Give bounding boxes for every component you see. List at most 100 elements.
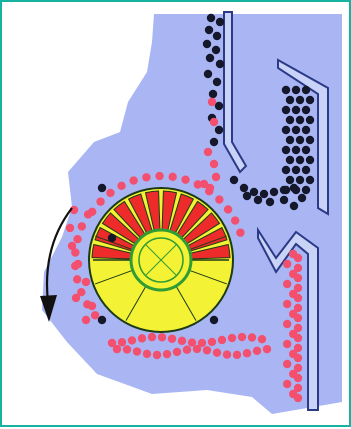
particle-dot	[210, 160, 218, 168]
particle-dot	[236, 228, 244, 236]
particle-dot	[302, 146, 310, 154]
particle-dot	[228, 334, 236, 342]
particle-dot	[98, 184, 106, 192]
particle-dot	[215, 126, 223, 134]
particle-dot	[210, 316, 218, 324]
particle-dot	[283, 300, 291, 308]
rotor-wheel	[89, 188, 233, 332]
particle-dot	[231, 216, 239, 224]
particle-dot	[74, 260, 82, 268]
particle-dot	[296, 156, 304, 164]
particle-dot	[294, 334, 302, 342]
particle-dot	[204, 148, 212, 156]
particle-dot	[286, 116, 294, 124]
particle-dot	[117, 182, 125, 190]
particle-dot	[194, 180, 202, 188]
particle-dot	[302, 86, 310, 94]
particle-dot	[91, 311, 99, 319]
particle-dot	[283, 340, 291, 348]
particle-dot	[158, 333, 166, 341]
particle-dot	[218, 336, 226, 344]
particle-dot	[108, 234, 116, 242]
particle-dot	[282, 86, 290, 94]
particle-dot	[266, 198, 274, 206]
particle-dot	[215, 195, 223, 203]
particle-dot	[82, 316, 90, 324]
particle-dot	[198, 339, 206, 347]
particle-dot	[292, 146, 300, 154]
particle-dot	[212, 46, 220, 54]
particle-dot	[213, 78, 221, 86]
particle-dot	[128, 336, 136, 344]
particle-dot	[153, 351, 161, 359]
particle-dot	[205, 187, 213, 195]
particle-dot	[143, 350, 151, 358]
particle-dot	[113, 345, 121, 353]
particle-dot	[98, 316, 106, 324]
particle-dot	[283, 320, 291, 328]
particle-dot	[233, 351, 241, 359]
particle-dot	[296, 176, 304, 184]
particle-dot	[294, 314, 302, 322]
particle-dot	[73, 235, 81, 243]
particle-dot	[294, 294, 302, 302]
particle-dot	[203, 346, 211, 354]
particle-dot	[82, 278, 90, 286]
particle-dot	[213, 348, 221, 356]
particle-dot	[148, 333, 156, 341]
particle-dot	[306, 176, 314, 184]
particle-dot	[123, 345, 131, 353]
particle-dot	[292, 86, 300, 94]
particle-dot	[306, 96, 314, 104]
particle-dot	[283, 260, 291, 268]
particle-dot	[260, 190, 268, 198]
particle-dot	[306, 156, 314, 164]
particle-dot	[155, 172, 163, 180]
particle-dot	[78, 222, 86, 230]
particle-dot	[282, 106, 290, 114]
particle-dot	[230, 176, 238, 184]
particle-dot	[173, 348, 181, 356]
particle-dot	[209, 90, 217, 98]
particle-dot	[286, 176, 294, 184]
particle-dot	[296, 116, 304, 124]
particle-dot	[224, 205, 232, 213]
particle-dot	[294, 374, 302, 382]
particle-dot	[203, 40, 211, 48]
particle-dot	[243, 349, 251, 357]
particle-dot	[168, 335, 176, 343]
particle-dot	[283, 280, 291, 288]
particle-dot	[208, 98, 216, 106]
particle-dot	[302, 166, 310, 174]
particle-dot	[290, 202, 298, 210]
particle-dot	[210, 138, 218, 146]
particle-dot	[204, 70, 212, 78]
particle-dot	[163, 350, 171, 358]
particle-dot	[243, 192, 251, 200]
particle-dot	[280, 186, 288, 194]
particle-dot	[96, 197, 104, 205]
particle-dot	[129, 176, 137, 184]
particle-dot	[296, 96, 304, 104]
particle-dot	[280, 196, 288, 204]
particle-dot	[205, 26, 213, 34]
particle-dot	[282, 126, 290, 134]
particle-dot	[302, 186, 310, 194]
particle-dot	[118, 338, 126, 346]
particle-dot	[183, 346, 191, 354]
particle-dot	[282, 166, 290, 174]
particle-dot	[282, 146, 290, 154]
particle-dot	[306, 136, 314, 144]
particle-dot	[178, 337, 186, 345]
particle-dot	[248, 333, 256, 341]
particle-dot	[306, 116, 314, 124]
particle-dot	[84, 210, 92, 218]
particle-dot	[302, 126, 310, 134]
particle-dot	[73, 275, 81, 283]
particle-dot	[216, 60, 224, 68]
particle-dot	[240, 184, 248, 192]
particle-dot	[216, 18, 224, 26]
particle-dot	[296, 136, 304, 144]
particle-dot	[263, 345, 271, 353]
particle-dot	[286, 136, 294, 144]
